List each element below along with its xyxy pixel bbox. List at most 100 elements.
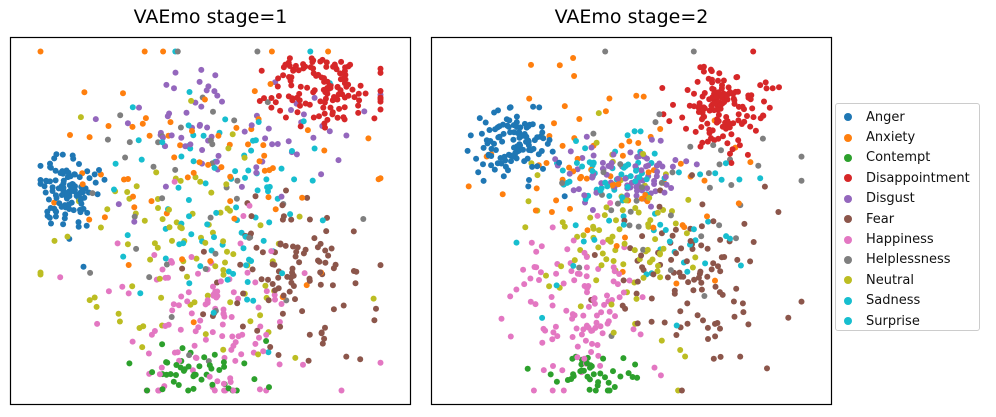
data-point-anger bbox=[52, 177, 59, 184]
data-point-contempt bbox=[149, 369, 156, 376]
data-point-neutral bbox=[116, 318, 123, 325]
data-point-happiness bbox=[637, 331, 644, 338]
data-point-disappointment bbox=[377, 94, 384, 101]
data-point-surprise bbox=[627, 173, 634, 180]
data-point-disappointment bbox=[357, 82, 364, 89]
data-point-neutral bbox=[224, 248, 230, 255]
data-point-disgust bbox=[214, 92, 221, 99]
data-point-fear bbox=[279, 310, 286, 317]
data-point-fear bbox=[747, 258, 754, 265]
data-point-anxiety bbox=[561, 103, 568, 110]
data-point-happiness bbox=[246, 202, 253, 209]
data-point-anger bbox=[96, 167, 102, 173]
data-point-happiness bbox=[594, 342, 601, 348]
data-point-fear bbox=[673, 332, 680, 338]
data-point-surprise bbox=[265, 349, 272, 356]
data-point-neutral bbox=[654, 209, 661, 216]
data-point-disappointment bbox=[720, 133, 726, 140]
data-point-anxiety bbox=[260, 142, 267, 149]
data-point-anxiety bbox=[570, 55, 577, 61]
data-point-fear bbox=[689, 172, 695, 179]
data-point-anger bbox=[52, 167, 59, 174]
data-point-helplessness bbox=[168, 314, 175, 320]
data-point-anxiety bbox=[526, 95, 533, 102]
data-point-disgust bbox=[198, 103, 205, 110]
data-point-contempt bbox=[209, 381, 216, 388]
legend-marker bbox=[844, 113, 852, 122]
data-point-sadness bbox=[186, 89, 193, 95]
data-point-contempt bbox=[611, 384, 618, 390]
data-point-fear bbox=[323, 228, 330, 235]
data-point-disappointment bbox=[256, 98, 263, 104]
data-point-disgust bbox=[589, 207, 596, 213]
data-point-neutral bbox=[51, 237, 58, 244]
data-point-anxiety bbox=[645, 169, 652, 176]
data-point-disgust bbox=[204, 124, 211, 131]
data-point-anger bbox=[510, 122, 517, 129]
data-point-anger bbox=[53, 208, 60, 215]
data-point-helplessness bbox=[264, 99, 271, 106]
data-point-happiness bbox=[569, 315, 576, 322]
data-point-anger bbox=[59, 151, 66, 158]
data-point-sadness bbox=[697, 171, 704, 178]
data-point-disappointment bbox=[377, 65, 384, 72]
data-point-anger bbox=[521, 158, 528, 165]
data-point-happiness bbox=[169, 259, 175, 266]
data-point-helplessness bbox=[733, 235, 739, 242]
data-point-happiness bbox=[604, 320, 611, 327]
data-point-fear bbox=[775, 209, 782, 215]
data-point-fear bbox=[661, 319, 668, 326]
data-point-helplessness bbox=[614, 200, 621, 207]
data-point-anger bbox=[491, 166, 498, 173]
data-point-happiness bbox=[597, 323, 604, 330]
data-point-surprise bbox=[137, 290, 144, 297]
data-point-anger bbox=[68, 185, 75, 192]
data-point-disgust bbox=[131, 218, 138, 225]
data-point-fear bbox=[705, 336, 711, 342]
data-point-fear bbox=[650, 271, 657, 278]
data-point-helplessness bbox=[716, 222, 723, 229]
data-point-contempt bbox=[159, 386, 166, 393]
data-point-neutral bbox=[154, 244, 161, 251]
data-point-anger bbox=[480, 161, 486, 168]
data-point-contempt bbox=[263, 338, 270, 344]
data-point-disappointment bbox=[277, 107, 284, 114]
data-point-fear bbox=[712, 333, 719, 340]
data-point-contempt bbox=[185, 387, 192, 394]
data-point-disappointment bbox=[307, 64, 314, 71]
data-point-disappointment bbox=[752, 127, 759, 134]
data-point-neutral bbox=[197, 178, 204, 185]
data-point-disappointment bbox=[750, 114, 757, 121]
data-point-sadness bbox=[112, 160, 119, 167]
data-point-happiness bbox=[230, 289, 237, 296]
data-point-happiness bbox=[584, 285, 591, 292]
data-point-disappointment bbox=[351, 94, 358, 101]
data-point-helplessness bbox=[89, 190, 96, 197]
data-point-helplessness bbox=[667, 267, 674, 274]
data-point-neutral bbox=[370, 295, 377, 302]
data-point-helplessness bbox=[177, 124, 184, 131]
data-point-neutral bbox=[153, 169, 160, 176]
data-point-anger bbox=[498, 160, 505, 167]
data-point-neutral bbox=[202, 331, 209, 338]
data-point-happiness bbox=[244, 269, 251, 276]
data-point-anxiety bbox=[177, 142, 184, 149]
data-point-neutral bbox=[184, 273, 190, 280]
data-point-anxiety bbox=[576, 116, 583, 122]
data-point-disgust bbox=[662, 173, 669, 180]
data-point-fear bbox=[269, 281, 276, 287]
data-point-happiness bbox=[550, 363, 556, 369]
data-point-contempt bbox=[211, 351, 218, 358]
data-point-fear bbox=[279, 202, 286, 209]
data-point-happiness bbox=[338, 387, 345, 394]
data-point-happiness bbox=[237, 240, 244, 247]
data-point-contempt bbox=[586, 376, 593, 383]
data-point-disappointment bbox=[341, 104, 348, 111]
data-point-neutral bbox=[136, 325, 143, 331]
data-point-neutral bbox=[525, 198, 532, 205]
data-point-anxiety bbox=[142, 115, 149, 122]
data-point-contempt bbox=[163, 371, 170, 378]
data-point-sadness bbox=[690, 226, 697, 233]
data-point-anger bbox=[77, 197, 84, 204]
data-point-happiness bbox=[588, 327, 595, 334]
